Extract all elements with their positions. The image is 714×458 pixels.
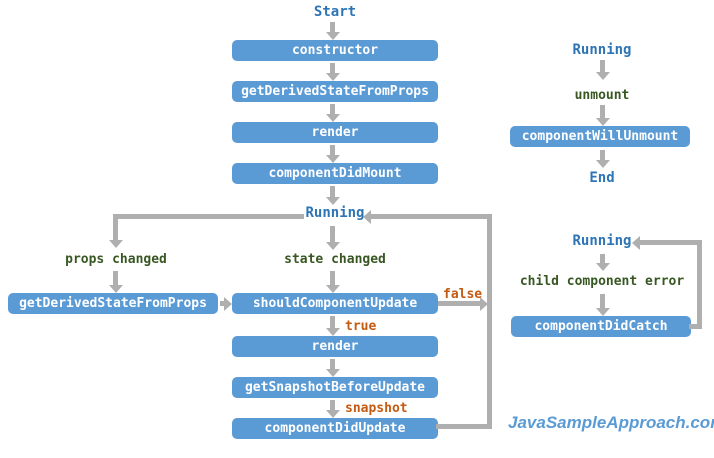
- line-running-to-props-branch: [113, 214, 304, 219]
- arrow-unmount-to-componentwillunmount: [595, 105, 610, 126]
- true-label: true: [345, 319, 377, 334]
- arrow-getderivedstate-to-shouldupdate: [220, 296, 232, 311]
- arrow-running-to-child-error: [595, 254, 610, 271]
- props-changed-label: props changed: [65, 252, 167, 267]
- arrow-componentwillunmount-to-end: [595, 150, 610, 168]
- node-componentdidupdate: componentDidUpdate: [232, 418, 438, 439]
- arrow-loop-back-to-running-error: [632, 235, 702, 250]
- snapshot-label: snapshot: [345, 401, 408, 416]
- arrow-getderivedstate-to-render: [325, 104, 340, 122]
- unmount-label: unmount: [574, 88, 630, 103]
- arrow-state-changed-to-shouldupdate: [325, 271, 340, 293]
- node-componentdidcatch: componentDidCatch: [511, 316, 691, 337]
- arrow-loop-back-to-running: [363, 209, 492, 224]
- node-getsnapshotbeforeupdate: getSnapshotBeforeUpdate: [232, 377, 438, 398]
- arrow-componentdidmount-to-running: [325, 186, 340, 205]
- node-constructor: constructor: [232, 40, 438, 61]
- loop-line-update-vertical: [487, 214, 492, 429]
- node-getderivedstatefromprops-mount: getDerivedStateFromProps: [232, 81, 438, 102]
- node-shouldcomponentupdate: shouldComponentUpdate: [232, 293, 438, 314]
- arrow-constructor-to-getderivedstate: [325, 63, 340, 81]
- loop-line-didupdate-bottom: [436, 424, 492, 429]
- loop-line-error-vertical: [697, 240, 702, 329]
- start-label: Start: [313, 4, 357, 20]
- arrow-false-branch: [438, 296, 488, 311]
- node-componentdidmount: componentDidMount: [232, 163, 438, 184]
- false-label: false: [443, 287, 483, 302]
- arrow-true-to-render: [325, 316, 340, 336]
- running-label-unmount: Running: [572, 42, 632, 58]
- watermark: JavaSampleApproach.com: [508, 413, 714, 432]
- arrow-props-changed-to-getderivedstate: [108, 271, 123, 293]
- arrow-running-to-unmount: [595, 60, 610, 80]
- node-componentwillunmount: componentWillUnmount: [510, 126, 690, 147]
- running-label-error: Running: [572, 233, 632, 249]
- child-component-error-label: child component error: [519, 274, 685, 289]
- arrow-snapshot-to-componentdidupdate: [325, 400, 340, 418]
- arrow-running-to-state-changed: [325, 226, 340, 250]
- loop-line-didcatch-bottom: [689, 324, 702, 329]
- arrow-branch-to-props-changed: [108, 214, 123, 248]
- node-getderivedstatefromprops-update: getDerivedStateFromProps: [8, 293, 218, 314]
- arrow-start-to-constructor: [325, 22, 340, 40]
- state-changed-label: state changed: [284, 252, 386, 267]
- running-label-main: Running: [305, 205, 365, 221]
- node-render-mount: render: [232, 122, 438, 143]
- end-label: End: [589, 170, 615, 186]
- arrow-render-to-componentdidmount: [325, 145, 340, 163]
- node-render-update: render: [232, 336, 438, 357]
- arrow-child-error-to-componentdidcatch: [595, 294, 610, 316]
- arrow-render-to-getsnapshot: [325, 359, 340, 377]
